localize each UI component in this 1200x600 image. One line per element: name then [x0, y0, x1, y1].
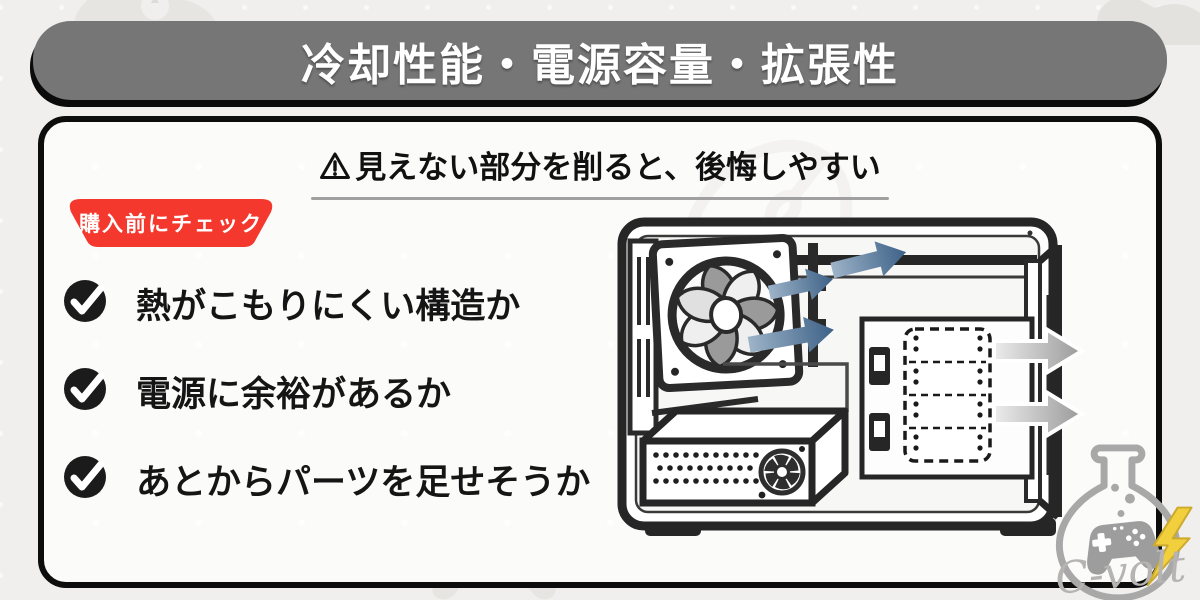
- intake-fan: [648, 233, 804, 393]
- warning-triangle-icon: [319, 150, 351, 190]
- check-circle-icon: [62, 454, 108, 505]
- exhaust-airflow-arrows: [992, 325, 1086, 440]
- front-panel: [627, 238, 659, 436]
- psu-fan: [758, 448, 806, 496]
- page-title: 冷却性能・電源容量・拡張性: [301, 40, 899, 90]
- check-before-buy-badge: 購入前にチェック: [65, 198, 277, 248]
- checklist-item-label: 電源に余裕があるか: [136, 374, 452, 414]
- checklist-item-label: あとからパーツを足せそうか: [136, 462, 591, 502]
- check-circle-icon: [62, 278, 108, 329]
- motherboard-tray: [723, 362, 849, 412]
- psu-vent-dots: [653, 452, 759, 484]
- check-circle-icon: [62, 366, 108, 417]
- logo-text: C-volt: [1053, 540, 1189, 600]
- badge-ribbon-shape: [69, 199, 273, 247]
- site-logo: C-volt: [1053, 444, 1193, 600]
- power-supply-unit: [639, 407, 849, 507]
- lightning-bolt-icon: [1146, 506, 1193, 587]
- flask-gamepad-icon: [1055, 444, 1181, 600]
- card-heading-text: 見えない部分を削ると、後悔しやすい: [355, 150, 881, 185]
- intake-airflow-arrows: [747, 241, 907, 353]
- pc-case-airflow-illustration: [617, 217, 1086, 536]
- badge-label: 購入前にチェック: [79, 213, 263, 236]
- checklist-item-label: 熱がこもりにくい構造か: [136, 286, 521, 326]
- checklist-item-cooling: 熱がこもりにくい構造か: [62, 278, 521, 329]
- heading-divider: [311, 197, 889, 200]
- gamepad-silhouette: [1087, 521, 1162, 575]
- card-heading: 見えない部分を削ると、後悔しやすい: [44, 142, 1156, 190]
- checklist-item-power: 電源に余裕があるか: [62, 366, 452, 417]
- checklist-item-expandability: あとからパーツを足せそうか: [62, 454, 591, 505]
- header-pill: 冷却性能・電源容量・拡張性: [33, 21, 1167, 100]
